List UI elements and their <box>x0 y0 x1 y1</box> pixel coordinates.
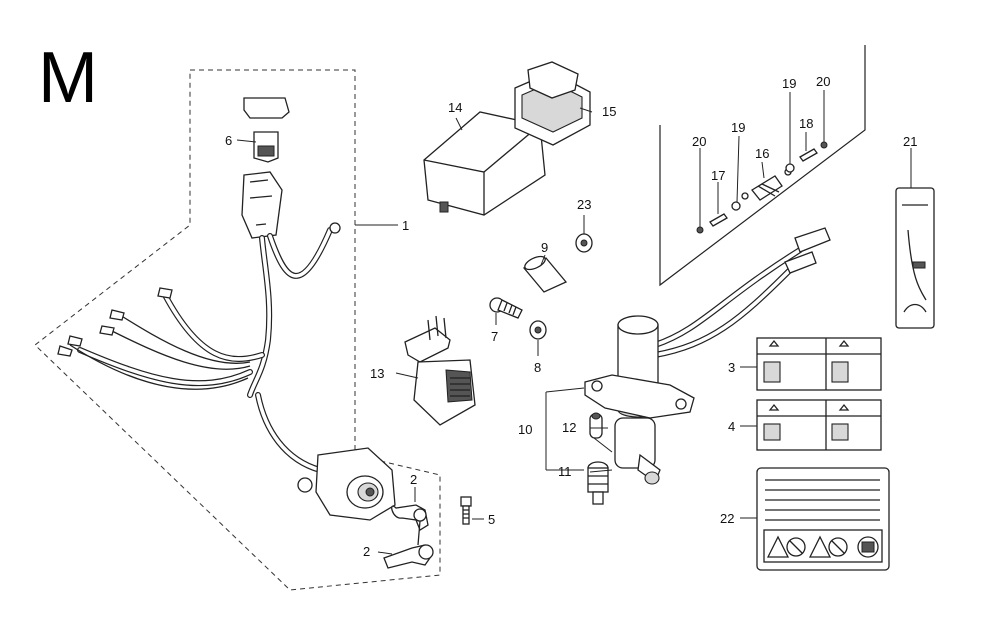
label-3[interactable] <box>756 337 882 391</box>
washer-19b[interactable] <box>785 163 795 173</box>
callout-19b: 19 <box>782 76 796 91</box>
callout-numbers: 1 6 2 2 5 7 8 9 23 10 12 11 13 14 15 16 … <box>225 74 917 559</box>
starter-solenoid[interactable] <box>584 227 831 485</box>
label-4[interactable] <box>756 399 882 451</box>
callout-16: 16 <box>755 146 769 161</box>
callout-4: 4 <box>728 419 735 434</box>
inset-box-outline <box>659 45 866 287</box>
spring-12[interactable] <box>589 412 603 439</box>
label-21[interactable] <box>895 187 935 329</box>
callout-9: 9 <box>541 240 548 255</box>
plunger-11[interactable] <box>587 461 609 505</box>
washer-23[interactable] <box>575 233 593 253</box>
regulator[interactable] <box>404 315 476 426</box>
wire-harness[interactable] <box>57 97 396 521</box>
terminal-17[interactable] <box>709 213 728 227</box>
section-letter: M <box>38 38 98 118</box>
callout-15: 15 <box>602 104 616 119</box>
callout-18: 18 <box>799 116 813 131</box>
ring-terminal <box>329 222 341 234</box>
ignition-key-upper[interactable] <box>391 504 429 546</box>
callout-23: 23 <box>577 197 591 212</box>
harness-group-outline <box>34 69 441 591</box>
callout-6: 6 <box>225 133 232 148</box>
fuse-cover <box>243 97 290 119</box>
callout-8: 8 <box>534 360 541 375</box>
callout-7: 7 <box>491 329 498 344</box>
washer-20a[interactable] <box>696 226 704 234</box>
callout-2b: 2 <box>363 544 370 559</box>
callout-3: 3 <box>728 360 735 375</box>
label-22[interactable] <box>756 467 890 571</box>
diode-16[interactable] <box>741 168 792 201</box>
callout-21: 21 <box>903 134 917 149</box>
washer-19a[interactable] <box>731 201 741 211</box>
terminal-18[interactable] <box>799 148 818 162</box>
callout-14: 14 <box>448 100 462 115</box>
fuse-holder <box>241 171 283 239</box>
callout-13: 13 <box>370 366 384 381</box>
callout-1: 1 <box>402 218 409 233</box>
callout-2a: 2 <box>410 472 417 487</box>
callout-5: 5 <box>488 512 495 527</box>
callout-10: 10 <box>518 422 532 437</box>
collar-9[interactable] <box>522 254 568 293</box>
washer-20b[interactable] <box>820 141 828 149</box>
callout-19a: 19 <box>731 120 745 135</box>
callout-11: 11 <box>558 464 572 479</box>
callout-22: 22 <box>720 511 734 526</box>
leader-lines <box>236 90 912 555</box>
callout-20b: 20 <box>816 74 830 89</box>
bolt-5[interactable] <box>460 496 472 525</box>
callout-17: 17 <box>711 168 725 183</box>
ignition-key-lower[interactable] <box>383 544 434 569</box>
washer-8[interactable] <box>529 320 547 340</box>
rubber-cover[interactable] <box>514 61 591 146</box>
callout-12: 12 <box>562 420 576 435</box>
callout-20a: 20 <box>692 134 706 149</box>
control-unit[interactable] <box>423 111 546 216</box>
bolt-7[interactable] <box>489 297 523 319</box>
